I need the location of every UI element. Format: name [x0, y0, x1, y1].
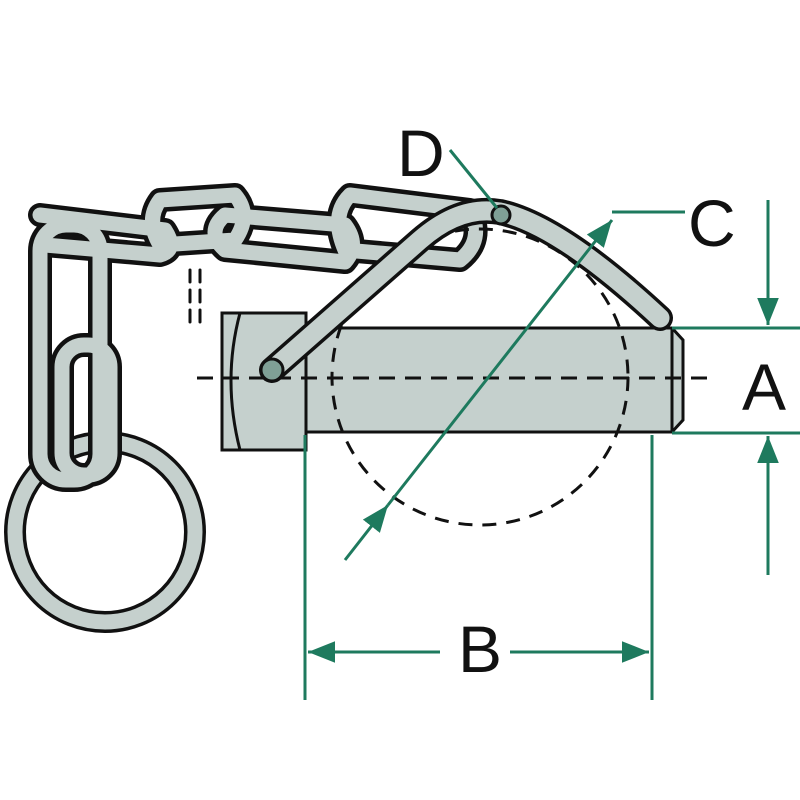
chain: [28, 183, 488, 492]
dimension-label-b: B: [458, 612, 502, 686]
dimension-label-a: A: [742, 350, 786, 424]
dimension-lines: [303, 149, 800, 700]
dimension-label-d: D: [397, 116, 445, 190]
spring-clip: [259, 197, 673, 383]
dimension-label-c: C: [688, 186, 736, 260]
pin: [220, 311, 685, 452]
